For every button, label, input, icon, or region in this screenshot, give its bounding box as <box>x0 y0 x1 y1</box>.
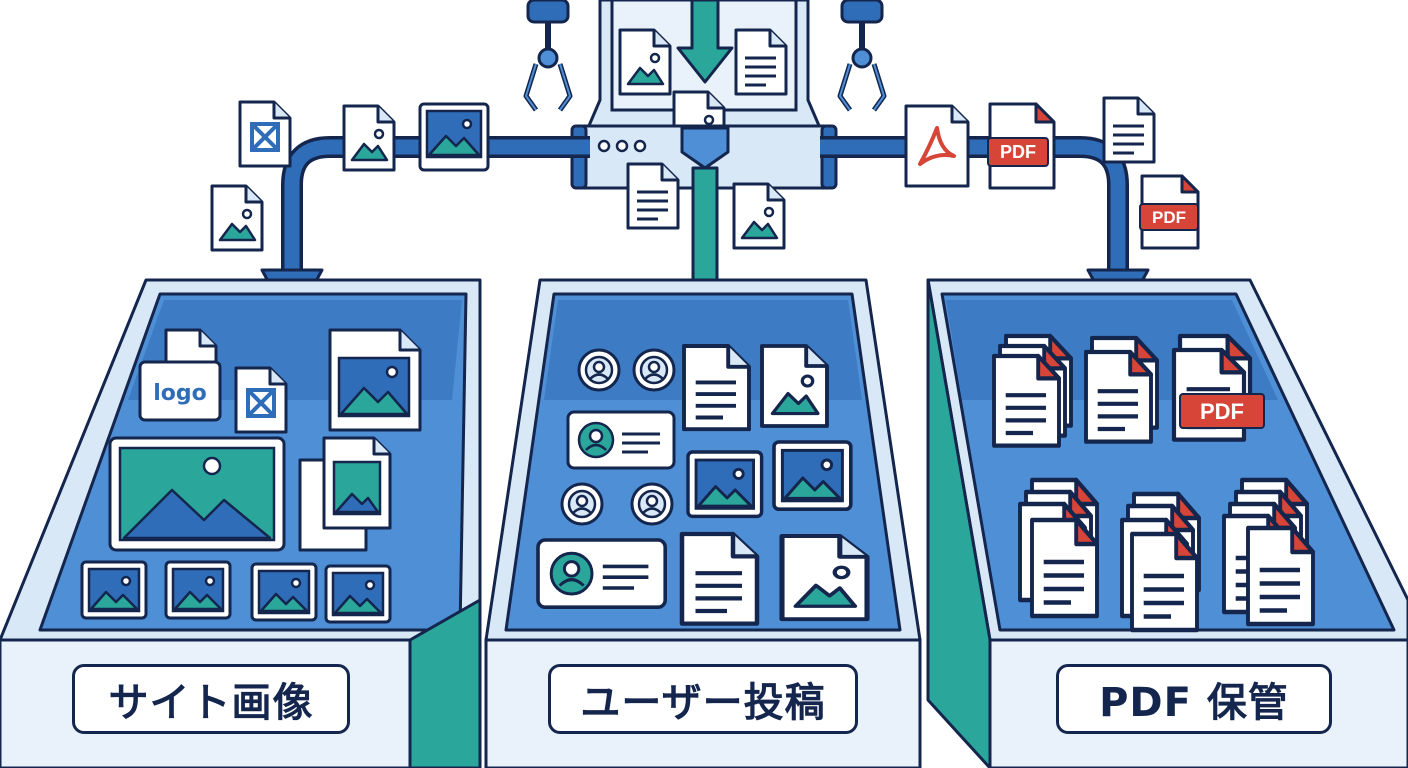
image-document-icon <box>762 346 827 426</box>
bin-label-user-posts: ユーザー投稿 <box>548 664 858 734</box>
picture-document-stack <box>298 436 392 552</box>
pdf-document-stack <box>1020 480 1097 616</box>
bin-site-images: logo <box>0 278 482 768</box>
logo-text: logo <box>153 381 207 406</box>
image-document-icon <box>620 30 670 94</box>
pdf-badge-text: PDF <box>1000 142 1036 162</box>
image-document-icon <box>212 186 262 250</box>
user-avatar-icon <box>560 482 604 526</box>
bin-label-pdf-storage: PDF 保管 <box>1056 664 1332 734</box>
pdf-document-stack <box>994 336 1071 446</box>
vector-file-icon <box>236 368 286 432</box>
pdf-document-icon: PDF <box>1139 174 1200 250</box>
picture-thumbnail <box>250 562 318 622</box>
text-document-icon <box>1104 98 1154 162</box>
vector-file-icon <box>240 102 290 166</box>
bin-label-site-images: サイト画像 <box>72 664 350 734</box>
pdf-badge-text: PDF <box>1152 208 1186 227</box>
text-document-icon <box>684 346 749 429</box>
indicator-light <box>633 139 647 153</box>
profile-card <box>566 410 676 470</box>
acrobat-document-icon <box>904 104 970 188</box>
pdf-document-icon: PDF <box>987 102 1056 190</box>
picture-thumbnail <box>324 564 392 624</box>
pdf-document-stack <box>1122 494 1199 630</box>
logo-card: logo <box>138 360 222 422</box>
pdf-document-stack <box>1224 480 1313 624</box>
indicator-light <box>597 139 611 153</box>
user-avatar-icon <box>630 482 674 526</box>
pdf-document-stack: PDF <box>1174 336 1265 440</box>
text-document-icon <box>682 534 757 624</box>
right-robot-arm <box>837 0 887 112</box>
picture-thumbnail <box>686 450 764 519</box>
picture-thumbnail <box>164 560 232 620</box>
pdf-badge-text: PDF <box>1200 399 1244 424</box>
monitor-picture-icon <box>108 436 286 552</box>
bin-pdf-storage: PDF <box>926 278 1408 768</box>
text-document-icon <box>628 164 678 228</box>
pdf-document-stack <box>1086 338 1157 442</box>
indicator-light <box>615 139 629 153</box>
profile-card <box>536 538 668 610</box>
framed-picture-icon <box>418 102 490 172</box>
text-document-icon <box>736 30 786 94</box>
user-avatar-icon <box>577 348 621 392</box>
image-document-icon <box>782 536 867 619</box>
picture-thumbnail <box>772 440 853 512</box>
picture-document-icon <box>328 328 422 432</box>
down-arrow-icon <box>676 0 734 84</box>
image-document-icon <box>344 106 394 170</box>
image-document-icon <box>734 184 784 248</box>
user-avatar-icon <box>632 348 676 392</box>
robot-sorter <box>523 0 887 190</box>
left-robot-arm <box>523 0 573 112</box>
picture-thumbnail <box>80 560 148 620</box>
